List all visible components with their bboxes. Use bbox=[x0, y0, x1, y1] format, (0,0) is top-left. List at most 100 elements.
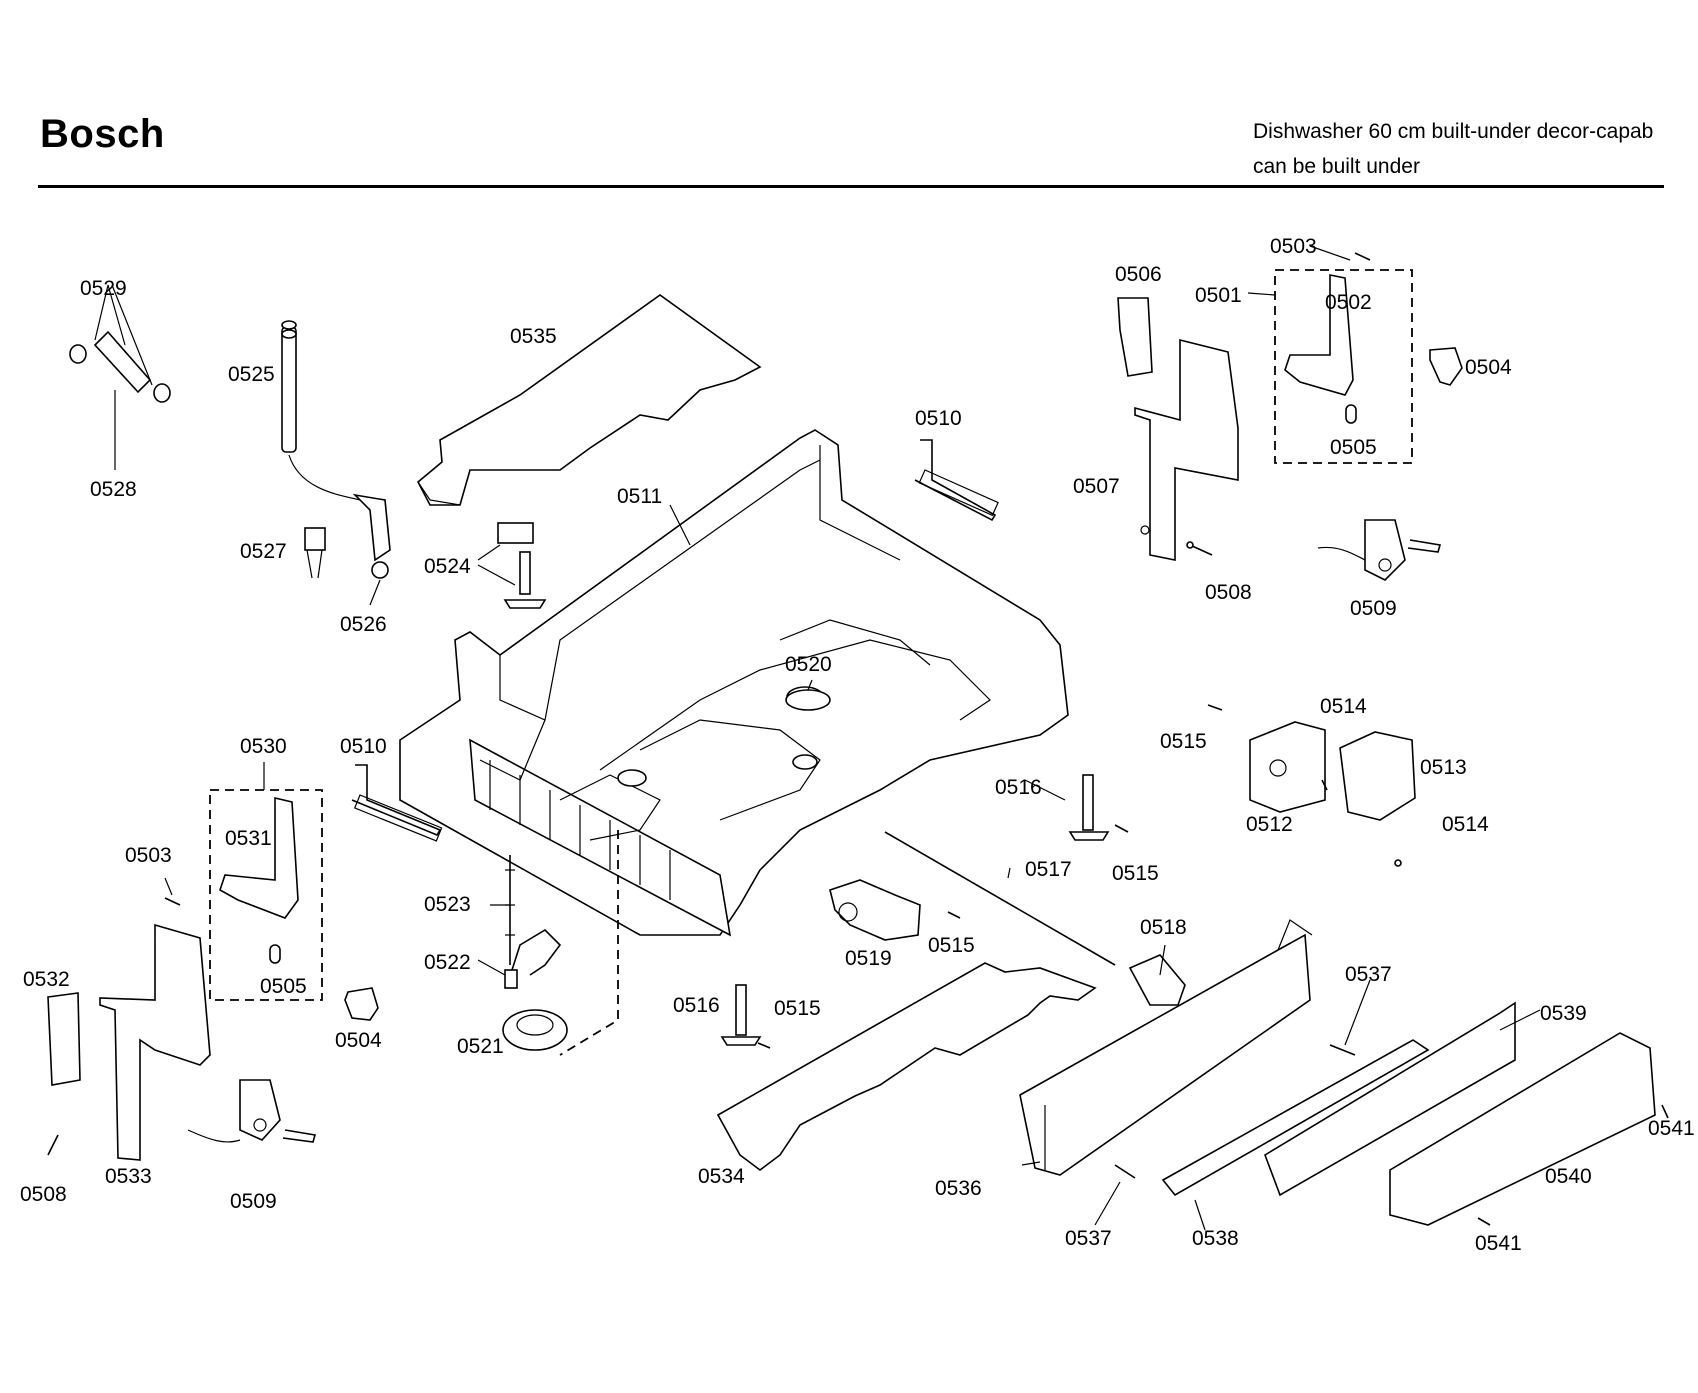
label-0523: 0523 bbox=[424, 893, 471, 916]
label-0533: 0533 bbox=[105, 1165, 152, 1188]
label-0506: 0506 bbox=[1115, 263, 1162, 286]
part-0504-cap-left bbox=[344, 987, 379, 1021]
label-0503-left: 0503 bbox=[125, 844, 172, 867]
part-0530-bracket-set bbox=[209, 762, 323, 1001]
label-0504-right: 0504 bbox=[1465, 356, 1512, 379]
label-0518: 0518 bbox=[1140, 916, 1187, 939]
part-0520-float bbox=[785, 679, 831, 711]
part-0528-hose bbox=[69, 284, 171, 470]
part-0508-screw-left bbox=[47, 1134, 59, 1156]
part-0509-switch-left bbox=[187, 1079, 317, 1143]
part-0519-valve bbox=[829, 879, 921, 941]
label-0541-b: 0541 bbox=[1475, 1232, 1522, 1255]
part-0503-screw-left bbox=[164, 877, 181, 906]
label-0530: 0530 bbox=[240, 735, 287, 758]
label-0527: 0527 bbox=[240, 540, 287, 563]
label-0538: 0538 bbox=[1192, 1227, 1239, 1250]
label-0526: 0526 bbox=[340, 613, 387, 636]
part-0516-foot-left bbox=[720, 984, 762, 1046]
leader-0518 bbox=[1159, 944, 1166, 976]
part-0534-base-plate bbox=[716, 962, 1097, 1171]
part-0507-bracket bbox=[1134, 338, 1239, 561]
part-0540-kickplate bbox=[1389, 1032, 1656, 1226]
title-line-2: can be built under bbox=[1253, 155, 1420, 178]
label-0509-right: 0509 bbox=[1350, 597, 1397, 620]
part-0501-bracket-set bbox=[1247, 245, 1413, 464]
label-0517: 0517 bbox=[1025, 858, 1072, 881]
label-0519: 0519 bbox=[845, 947, 892, 970]
part-0525-drain-hose bbox=[281, 320, 391, 606]
label-0525: 0525 bbox=[228, 363, 275, 386]
label-0537-b: 0537 bbox=[1065, 1227, 1112, 1250]
label-0516-right: 0516 bbox=[995, 776, 1042, 799]
part-0523-rod bbox=[505, 855, 515, 965]
leader-0517 bbox=[1007, 867, 1011, 879]
part-0527-clip bbox=[304, 527, 326, 579]
label-0520: 0520 bbox=[785, 653, 832, 676]
title-line-1: Dishwasher 60 cm built-under decor-capab bbox=[1253, 120, 1654, 143]
label-0541-a: 0541 bbox=[1648, 1117, 1695, 1140]
part-0514-screw-a bbox=[1321, 779, 1328, 791]
callout-labels: 0529 0528 0525 0527 0526 0535 0511 0524 … bbox=[20, 235, 1695, 1255]
part-0535-cover-plate bbox=[416, 294, 762, 506]
part-0515-screw-a bbox=[1207, 704, 1223, 711]
part-0518-bushing bbox=[1128, 954, 1186, 1006]
part-0514-screw-b bbox=[1394, 859, 1402, 867]
label-0537-a: 0537 bbox=[1345, 963, 1392, 986]
brand-name: Bosch bbox=[40, 112, 165, 156]
part-0522-sensor bbox=[504, 928, 562, 989]
label-0510-right: 0510 bbox=[915, 407, 962, 430]
part-0536-rail bbox=[1019, 919, 1313, 1176]
part-0504-cap-right bbox=[1429, 347, 1463, 386]
label-0508-left: 0508 bbox=[20, 1183, 67, 1206]
label-0540: 0540 bbox=[1545, 1165, 1592, 1188]
label-0515-d: 0515 bbox=[774, 997, 821, 1020]
part-0541-screw-a bbox=[1661, 1104, 1669, 1119]
part-0515-screw-c bbox=[947, 911, 961, 919]
label-0534: 0534 bbox=[698, 1165, 745, 1188]
label-0503-right: 0503 bbox=[1270, 235, 1317, 258]
part-0508-screw bbox=[1186, 541, 1213, 556]
label-0511: 0511 bbox=[617, 485, 662, 508]
label-0524: 0524 bbox=[424, 555, 471, 578]
label-0514-b: 0514 bbox=[1442, 813, 1489, 836]
diagram-title: Dishwasher 60 cm built-under decor-capab… bbox=[1253, 114, 1653, 184]
part-0533-bracket bbox=[99, 923, 211, 1161]
part-0510-spring-right bbox=[914, 439, 999, 522]
label-0535: 0535 bbox=[510, 325, 557, 348]
label-0515-c: 0515 bbox=[928, 934, 975, 957]
label-0531: 0531 bbox=[225, 827, 272, 850]
label-0528: 0528 bbox=[90, 478, 137, 501]
part-0521-sump bbox=[502, 1009, 568, 1051]
label-0539: 0539 bbox=[1540, 1002, 1587, 1025]
label-0501: 0501 bbox=[1195, 284, 1242, 307]
label-0509-left: 0509 bbox=[230, 1190, 277, 1213]
part-0521-dash-path bbox=[559, 830, 619, 1056]
label-0505-left: 0505 bbox=[260, 975, 307, 998]
part-0510-spring-left bbox=[351, 764, 443, 842]
part-0512-housing bbox=[1249, 721, 1326, 813]
label-0507: 0507 bbox=[1073, 475, 1120, 498]
label-0532: 0532 bbox=[23, 968, 70, 991]
label-0516-left: 0516 bbox=[673, 994, 720, 1017]
part-0539-panel bbox=[1264, 1001, 1541, 1197]
label-0504-left: 0504 bbox=[335, 1029, 382, 1052]
part-0541-screw-b bbox=[1477, 1217, 1491, 1226]
label-0536: 0536 bbox=[935, 1177, 982, 1200]
label-0502: 0502 bbox=[1325, 291, 1372, 314]
part-0506-cap bbox=[1117, 297, 1153, 377]
label-0522: 0522 bbox=[424, 951, 471, 974]
label-0508-right: 0508 bbox=[1205, 581, 1252, 604]
label-0513: 0513 bbox=[1420, 756, 1467, 779]
part-0515-screw-d bbox=[757, 1042, 771, 1049]
part-0524-foot bbox=[477, 522, 547, 609]
label-0515-a: 0515 bbox=[1160, 730, 1207, 753]
part-0513-cover bbox=[1339, 731, 1416, 821]
leader-0536 bbox=[1021, 1161, 1041, 1166]
label-0512: 0512 bbox=[1246, 813, 1293, 836]
part-0517-rod bbox=[884, 831, 1116, 966]
label-0521: 0521 bbox=[457, 1035, 504, 1058]
label-0510-left: 0510 bbox=[340, 735, 387, 758]
label-0529: 0529 bbox=[80, 277, 127, 300]
